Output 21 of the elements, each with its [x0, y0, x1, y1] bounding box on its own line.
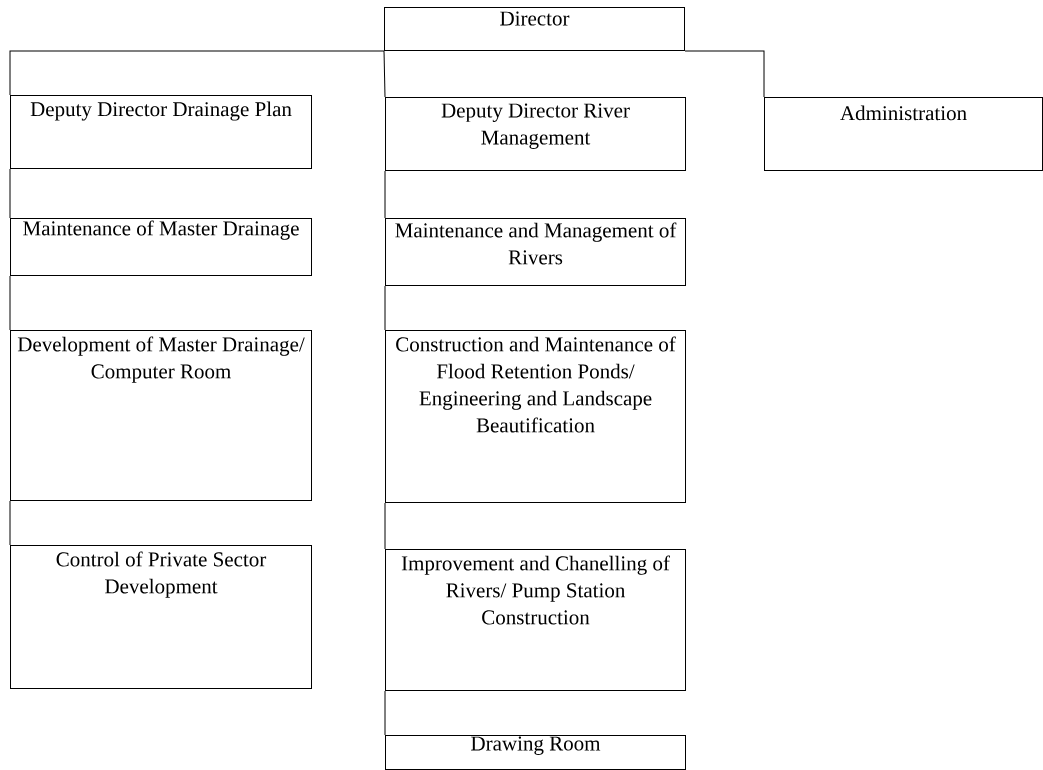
connector-line — [9, 275, 11, 331]
connector-line — [9, 168, 11, 219]
org-box: Development of Master Drainage/ Computer Room — [10, 330, 312, 501]
org-box: Improvement and Chanelling of Rivers/ Pump Station Construction — [385, 549, 686, 691]
org-box: Maintenance of Master Drainage — [10, 218, 312, 276]
org-box: Director — [384, 7, 685, 51]
connector-line — [9, 500, 11, 546]
connector-line — [383, 50, 386, 98]
org-box: Drawing Room — [385, 735, 686, 770]
org-box: Maintenance and Management of Rivers — [385, 218, 686, 286]
org-box: Construction and Maintenance of Flood Retention Ponds/ Engineering and Landscape Beautification — [385, 330, 686, 503]
org-box: Control of Private Sector Development — [10, 545, 312, 689]
connector-line — [684, 50, 765, 98]
connector-line — [384, 502, 386, 550]
connector-line — [384, 690, 386, 736]
connector-line — [384, 170, 386, 219]
org-box: Deputy Director River Management — [385, 97, 686, 171]
connector-line — [9, 50, 385, 96]
org-box: Deputy Director Drainage Plan — [10, 95, 312, 169]
connector-line — [384, 285, 386, 331]
org-box: Administration — [764, 97, 1043, 171]
